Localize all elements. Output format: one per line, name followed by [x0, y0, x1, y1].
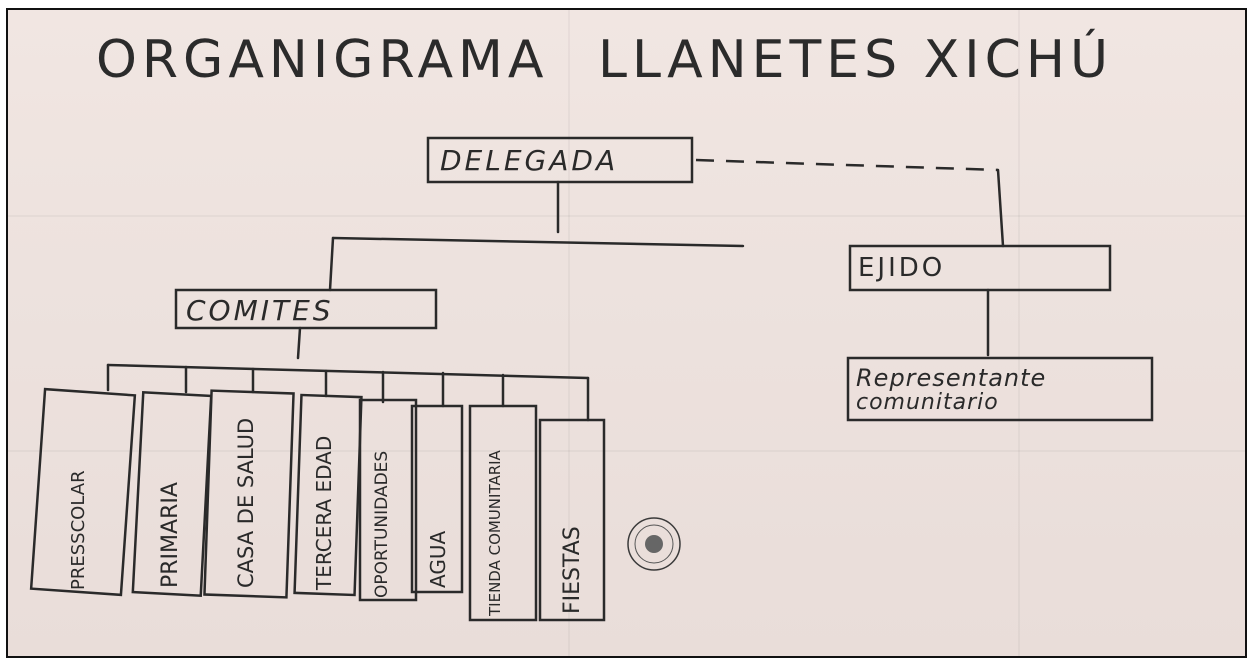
comites-box [174, 288, 438, 330]
node-comites: COMITES [186, 294, 334, 327]
committee-agua: AGUA [426, 530, 450, 588]
ejido-box [848, 244, 1112, 292]
committee-oportunidades: OPORTUNIDADES [372, 450, 392, 598]
committee-primaria: PRIMARIA [158, 482, 183, 588]
stamp-seal-icon [627, 517, 681, 571]
org-chart-connectors [29, 136, 1154, 622]
representante-box [846, 356, 1154, 422]
poster-canvas: ORGANIGRAMA LLANETES XICHÚ [6, 8, 1247, 658]
node-representante-line1: Representante [856, 364, 1047, 392]
node-ejido: EJIDO [858, 253, 946, 283]
committee-tienda-comunitaria: TIENDA COMUNITARIA [486, 450, 504, 616]
delegada-box [426, 136, 694, 184]
committee-prescolar: PRESSCOLAR [68, 470, 89, 590]
committee-casa-de-salud: CASA DE SALUD [234, 417, 258, 588]
node-delegada: DELEGADA [440, 144, 619, 177]
title-organigrama: ORGANIGRAMA [96, 30, 549, 90]
committee-tercera-edad: TERCERA EDAD [312, 435, 336, 590]
title-place: LLANETES XICHÚ [598, 30, 1114, 90]
node-representante-line2: comunitario [856, 390, 999, 415]
committee-fiestas: FIESTAS [560, 526, 585, 614]
